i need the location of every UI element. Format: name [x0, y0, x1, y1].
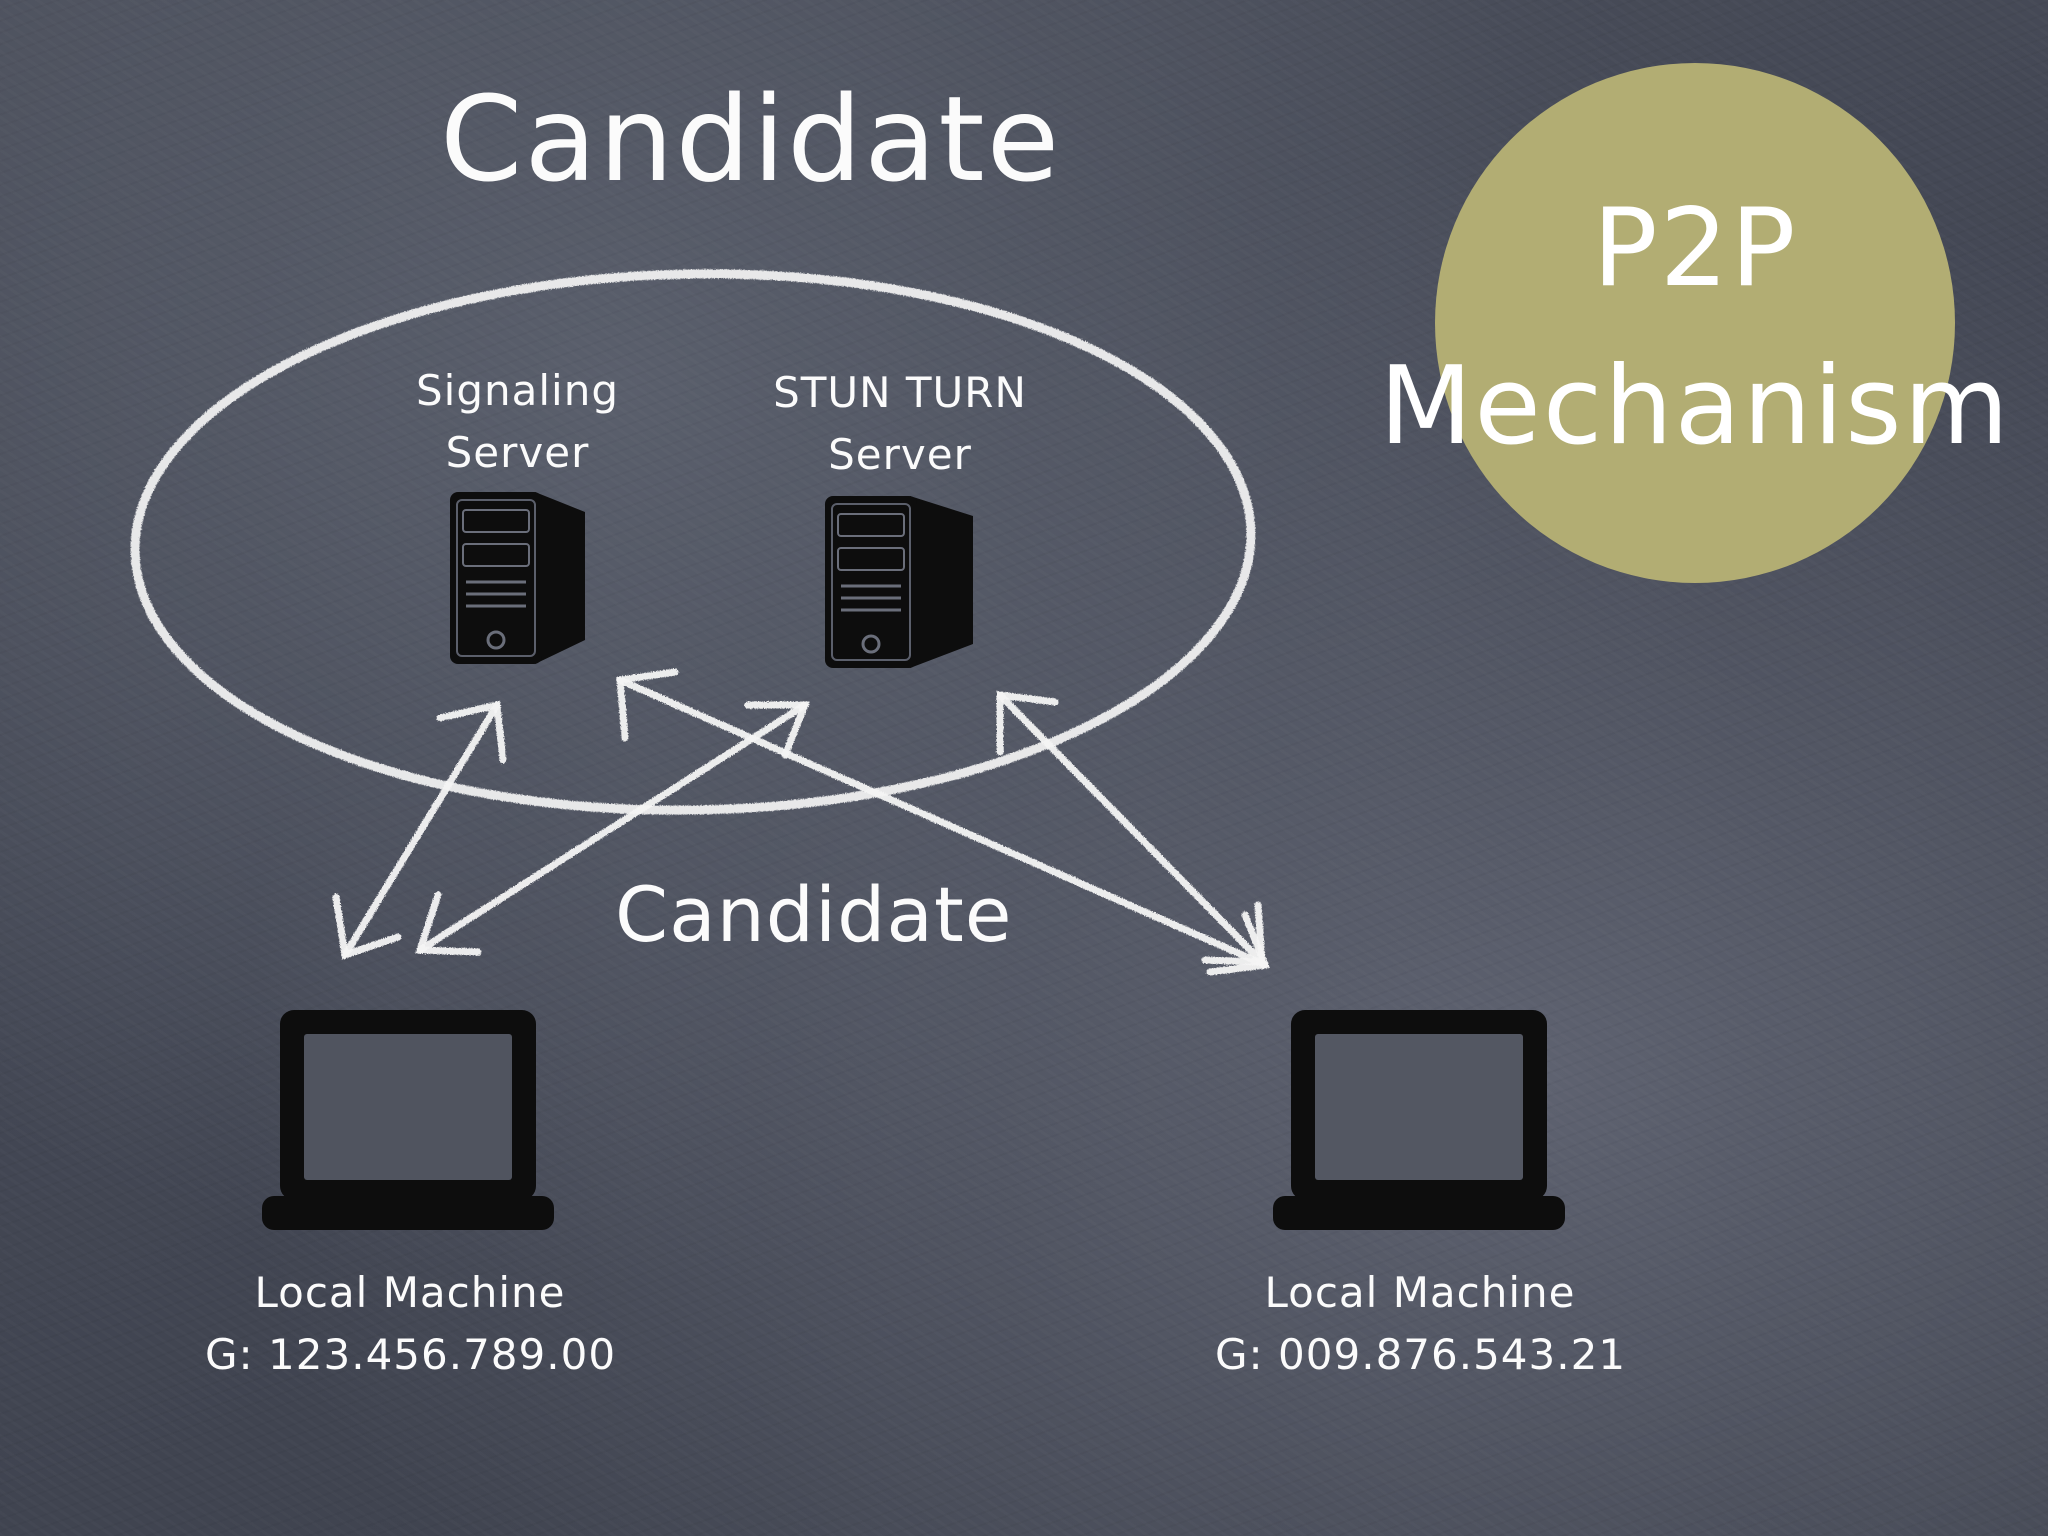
p2p-badge-circle — [1435, 63, 1955, 583]
candidate-exchange-label: Candidate — [615, 870, 1013, 959]
signaling-server-icon — [450, 492, 585, 664]
p2p-badge-text: P2P Mechanism — [1370, 170, 2020, 486]
diagram-title: Candidate — [440, 70, 1062, 208]
badge-line-2: Mechanism — [1379, 344, 2011, 469]
right-machine-label: Local Machine G: 009.876.543.21 — [1215, 1262, 1625, 1386]
server-group-ellipse — [130, 269, 1256, 815]
left-machine-name: Local Machine — [254, 1268, 566, 1317]
stun-turn-server-label-line-2: Server — [828, 430, 972, 479]
signaling-server-label-line-2: Server — [445, 428, 590, 477]
arrow-left-machine-signaling — [332, 700, 507, 960]
arrow-left-machine-stun — [415, 701, 811, 956]
arrow-right-machine-stun — [996, 691, 1266, 966]
signaling-server-label: Signaling Server — [410, 360, 625, 484]
left-machine-label: Local Machine G: 123.456.789.00 — [205, 1262, 615, 1386]
badge-line-1: P2P — [1592, 186, 1798, 311]
stun-turn-server-label: STUN TURN Server — [760, 362, 1040, 486]
left-machine-address: G: 123.456.789.00 — [205, 1330, 617, 1379]
stun-turn-server-icon — [825, 496, 973, 668]
right-laptop-icon — [1273, 1010, 1565, 1230]
stun-turn-server-label-line-1: STUN TURN — [773, 368, 1027, 417]
right-machine-name: Local Machine — [1264, 1268, 1576, 1317]
signaling-server-label-line-1: Signaling — [416, 366, 619, 415]
right-machine-address: G: 009.876.543.21 — [1215, 1330, 1627, 1379]
left-laptop-icon — [262, 1010, 554, 1230]
